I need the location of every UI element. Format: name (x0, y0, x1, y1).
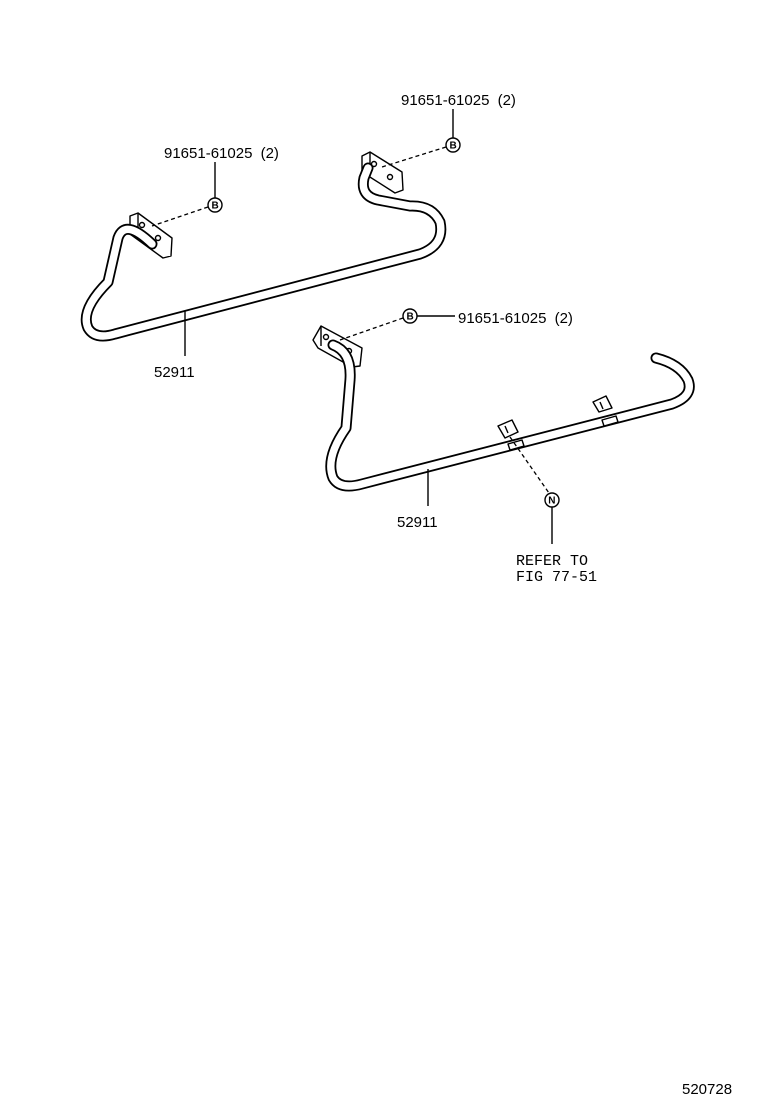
bolt-symbol-letter: B (450, 141, 457, 152)
lower-pipe-clamps (497, 395, 619, 451)
bolt-qty-text: (2) (555, 310, 573, 327)
bolt-symbol-letter: B (407, 312, 414, 323)
upper-pipe-part-number: 52911 (154, 364, 195, 381)
bolt-symbol-letter: B (212, 201, 219, 212)
upper-pipe (80, 162, 447, 342)
bolt-qty-text: (2) (498, 92, 516, 109)
bolt-part-number: 91651-61025 (2) (458, 310, 573, 327)
bolt-part-number: 91651-61025 (2) (164, 145, 279, 162)
refer-callout: N REFER TO FIG 77-51 (509, 436, 597, 586)
upper-pipe-assembly: 52911 (80, 151, 447, 381)
lower-pipe (325, 339, 695, 492)
lower-pipe-part-number: 52911 (397, 514, 438, 531)
bolt-part-number-text: 91651-61025 (458, 310, 546, 327)
figure-number: 520728 (682, 1081, 732, 1098)
bolt-part-number-text: 91651-61025 (164, 145, 252, 162)
refer-line-1: REFER TO (516, 553, 588, 570)
bolt-qty-text: (2) (261, 145, 279, 162)
refer-symbol-letter: N (548, 496, 555, 507)
bolt-callout-top-right: 91651-61025 (2) B (381, 92, 516, 168)
refer-line-2: FIG 77-51 (516, 569, 597, 586)
bolt-callout-lower: B 91651-61025 (2) (339, 308, 573, 341)
lower-pipe-assembly: 52911 (312, 325, 695, 531)
bolt-part-number: 91651-61025 (2) (401, 92, 516, 109)
bolt-symbol-icon (445, 137, 461, 153)
bolt-symbol-icon (207, 197, 223, 213)
bolt-part-number-text: 91651-61025 (401, 92, 489, 109)
bolt-callout-top-left: 91651-61025 (2) B (151, 145, 279, 227)
